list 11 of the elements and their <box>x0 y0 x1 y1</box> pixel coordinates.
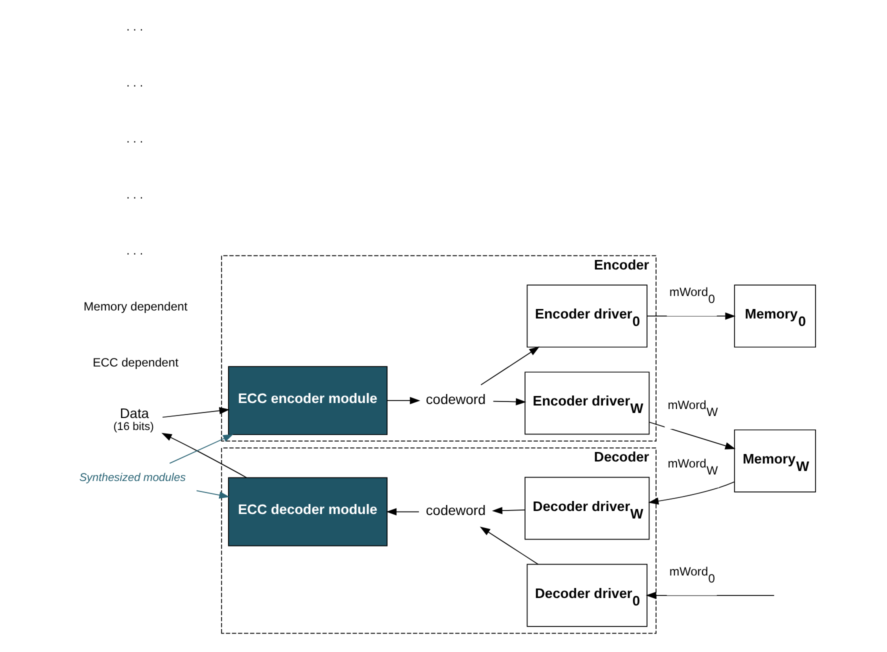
label: . . . <box>126 188 143 202</box>
label: Memory dependent <box>83 300 187 314</box>
label: . . . <box>126 76 143 90</box>
node-text: codeword <box>425 392 486 407</box>
node-text: Synthesized modules <box>78 472 186 484</box>
label: . . . <box>126 244 143 258</box>
label: . . . <box>126 132 143 146</box>
node-text: Data (16 bits) <box>112 406 154 433</box>
label: ECC dependent <box>92 356 178 370</box>
label: . . . <box>126 19 143 34</box>
node-text: codeword <box>425 503 486 518</box>
